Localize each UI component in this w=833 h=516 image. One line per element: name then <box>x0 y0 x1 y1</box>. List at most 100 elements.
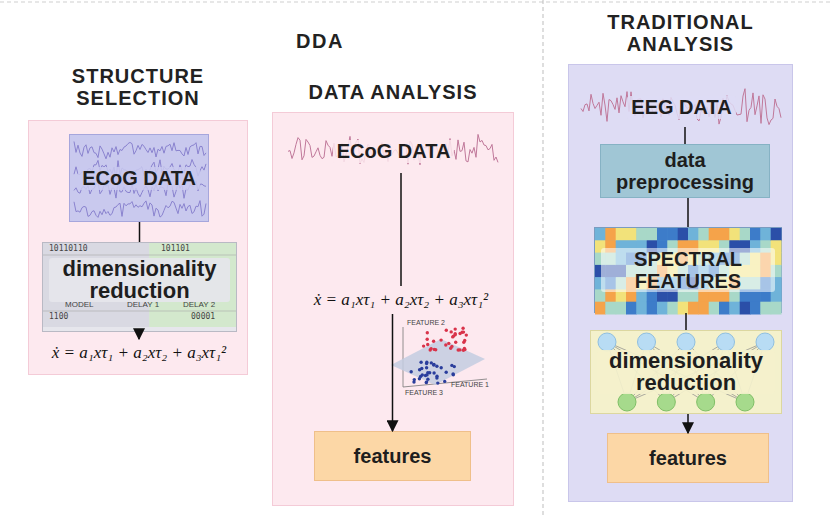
heat-cell <box>709 228 720 241</box>
flow-connector <box>400 173 402 286</box>
data-point <box>454 332 457 335</box>
data-point <box>450 330 453 333</box>
heat-cell <box>750 302 761 315</box>
heat-cell <box>760 302 771 315</box>
heat-cell <box>771 228 782 241</box>
flow-connector <box>685 313 687 330</box>
annotation-label: FEATURE 1 <box>451 381 489 389</box>
net-unit <box>618 393 636 411</box>
data-point <box>426 343 429 346</box>
heat-cell <box>698 302 709 315</box>
panel-heading: DATA ANALYSIS <box>273 81 513 103</box>
panel-heading: STRUCTURE SELECTION <box>29 65 247 109</box>
data-point <box>461 327 464 330</box>
data-point <box>412 380 415 383</box>
divider-line <box>543 0 544 516</box>
output-box: features <box>607 433 769 483</box>
flow-connector <box>684 127 686 144</box>
heat-cell <box>647 302 658 315</box>
annotation-label: FEATURE 3 <box>405 389 443 397</box>
data-point <box>463 339 466 342</box>
heat-cell <box>657 228 668 241</box>
data-point <box>428 371 431 374</box>
flow-connector <box>687 198 689 227</box>
heat-cell <box>688 302 699 315</box>
flow-connector <box>392 314 394 431</box>
flow-connector <box>687 414 689 433</box>
data-point <box>445 329 448 332</box>
annotation-label: DELAY 1 <box>127 301 159 310</box>
heat-cell <box>729 228 740 241</box>
annotation-label: 101101 <box>161 245 190 254</box>
data-point <box>430 361 433 364</box>
annotation-label: FEATURE 2 <box>407 319 445 327</box>
annotation-label: 00001 <box>191 313 215 322</box>
data-point <box>451 335 454 338</box>
data-point <box>435 375 438 378</box>
heat-cell <box>626 228 637 241</box>
border-line <box>0 2 833 3</box>
heat-cell <box>688 228 699 241</box>
heat-cell <box>616 228 627 241</box>
method-panel: STRUCTURE SELECTIONECoG DATAdimensionali… <box>28 120 248 375</box>
node-label: ECoG DATA <box>78 167 200 190</box>
heat-cell <box>636 228 647 241</box>
flow-connector <box>139 222 141 242</box>
heat-cell <box>605 228 616 241</box>
data-point <box>465 333 468 336</box>
net-unit <box>756 333 774 351</box>
node-label: ECoG DATA <box>333 140 455 163</box>
panel-heading: TRADITIONAL ANALYSIS <box>569 11 792 55</box>
node-label: features <box>354 445 432 468</box>
net-unit <box>657 393 675 411</box>
data-point <box>426 338 429 341</box>
data-point <box>450 345 453 348</box>
data-point <box>425 366 428 369</box>
drawing-stroke <box>43 311 236 312</box>
method-panel: DATA ANALYSISECoG DATAẋ = a₁xτ₁ + a₂xτ₂ … <box>272 112 514 506</box>
heat-cell <box>595 302 606 315</box>
data-box: ECoG DATA <box>69 134 209 222</box>
diagram-title: DDA <box>230 30 410 53</box>
data-point <box>422 344 425 347</box>
annotation-label: 1100 <box>49 313 68 322</box>
output-box: features <box>314 431 471 481</box>
process-box: dimensionality reduction10110110101101MO… <box>42 242 237 332</box>
net-unit <box>697 393 715 411</box>
process-box: dimensionality reduction <box>590 330 782 414</box>
annotation-label: 10110110 <box>49 245 88 254</box>
heat-cell <box>667 228 678 241</box>
data-point <box>453 365 456 368</box>
data-point <box>444 343 447 346</box>
data-point <box>432 340 435 343</box>
data-point <box>462 330 465 333</box>
heat-cell <box>750 228 761 241</box>
heat-cell <box>678 228 689 241</box>
net-unit <box>677 333 695 351</box>
signal-trace <box>74 142 206 159</box>
data-point <box>445 371 448 374</box>
node-label: dimensionality reduction <box>49 258 230 302</box>
data-point <box>425 362 428 365</box>
data-point <box>440 366 443 369</box>
heat-cell <box>698 228 709 241</box>
node-label: data preprocessing <box>607 149 763 193</box>
heat-cell <box>719 228 730 241</box>
data-point <box>454 341 457 344</box>
heat-cell <box>626 302 637 315</box>
data-point <box>463 347 466 350</box>
data-point <box>426 378 429 381</box>
equation: ẋ = a₁xτ₁ + a₂xτ₂ + a₃xτ₁² <box>39 339 239 367</box>
data-point <box>436 381 439 384</box>
data-point <box>421 373 424 376</box>
node-label: EEG DATA <box>627 96 735 119</box>
drawing-stroke <box>43 255 236 256</box>
feature-box: SPECTRAL FEATURES <box>594 227 782 313</box>
data-point <box>451 372 454 375</box>
heat-cell <box>647 228 658 241</box>
heat-cell <box>636 302 647 315</box>
heat-cell <box>740 228 751 241</box>
data-point <box>425 373 428 376</box>
data-point <box>443 380 446 383</box>
equation: ẋ = a₁xτ₁ + a₂xτ₂ + a₃xτ₁² <box>291 286 511 314</box>
